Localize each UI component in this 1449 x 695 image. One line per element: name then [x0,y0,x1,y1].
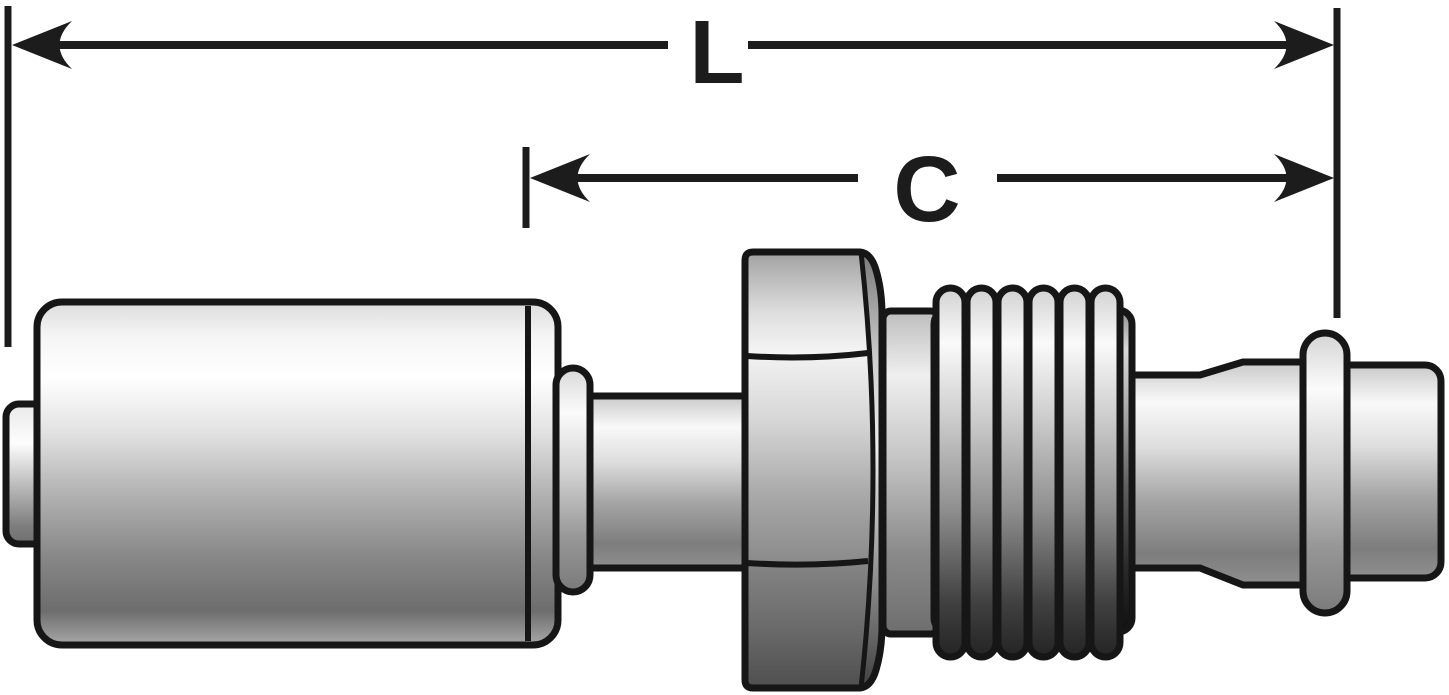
arrowhead-C-left [530,154,590,202]
arrowhead-C-right [1274,154,1334,202]
thread-crest [1025,284,1062,661]
hex-front-top-facet [745,252,873,355]
dimension-L: L [12,3,1334,103]
stop-collar [552,364,594,596]
thread-crest [1056,284,1093,661]
dimension-label-L: L [690,3,745,103]
thread-crest [932,284,969,661]
coupling-illustration [2,248,1445,692]
arrowhead-L-right [1274,21,1334,69]
connecting-shaft [566,392,764,572]
thread-crest [994,284,1031,661]
crimp-ferrule [33,298,562,649]
thread-crest [1087,284,1124,661]
tip-bead [1299,329,1351,617]
arrowhead-L-left [12,21,72,69]
hex-front-middle-facet [745,355,873,562]
male-thread-section [932,284,1124,661]
hex-front-bottom-facet [745,562,873,688]
dimension-label-C: C [893,137,960,241]
dimension-C: C [530,137,1334,241]
hex-outline [741,248,886,692]
hex-facet-boundary [858,251,876,689]
hex-top-seam [746,350,869,361]
hex-nut [741,248,886,692]
hex-bottom-seam [746,558,869,568]
thread-crest [963,284,1000,661]
dimension-annotations: L C [4,3,1341,347]
